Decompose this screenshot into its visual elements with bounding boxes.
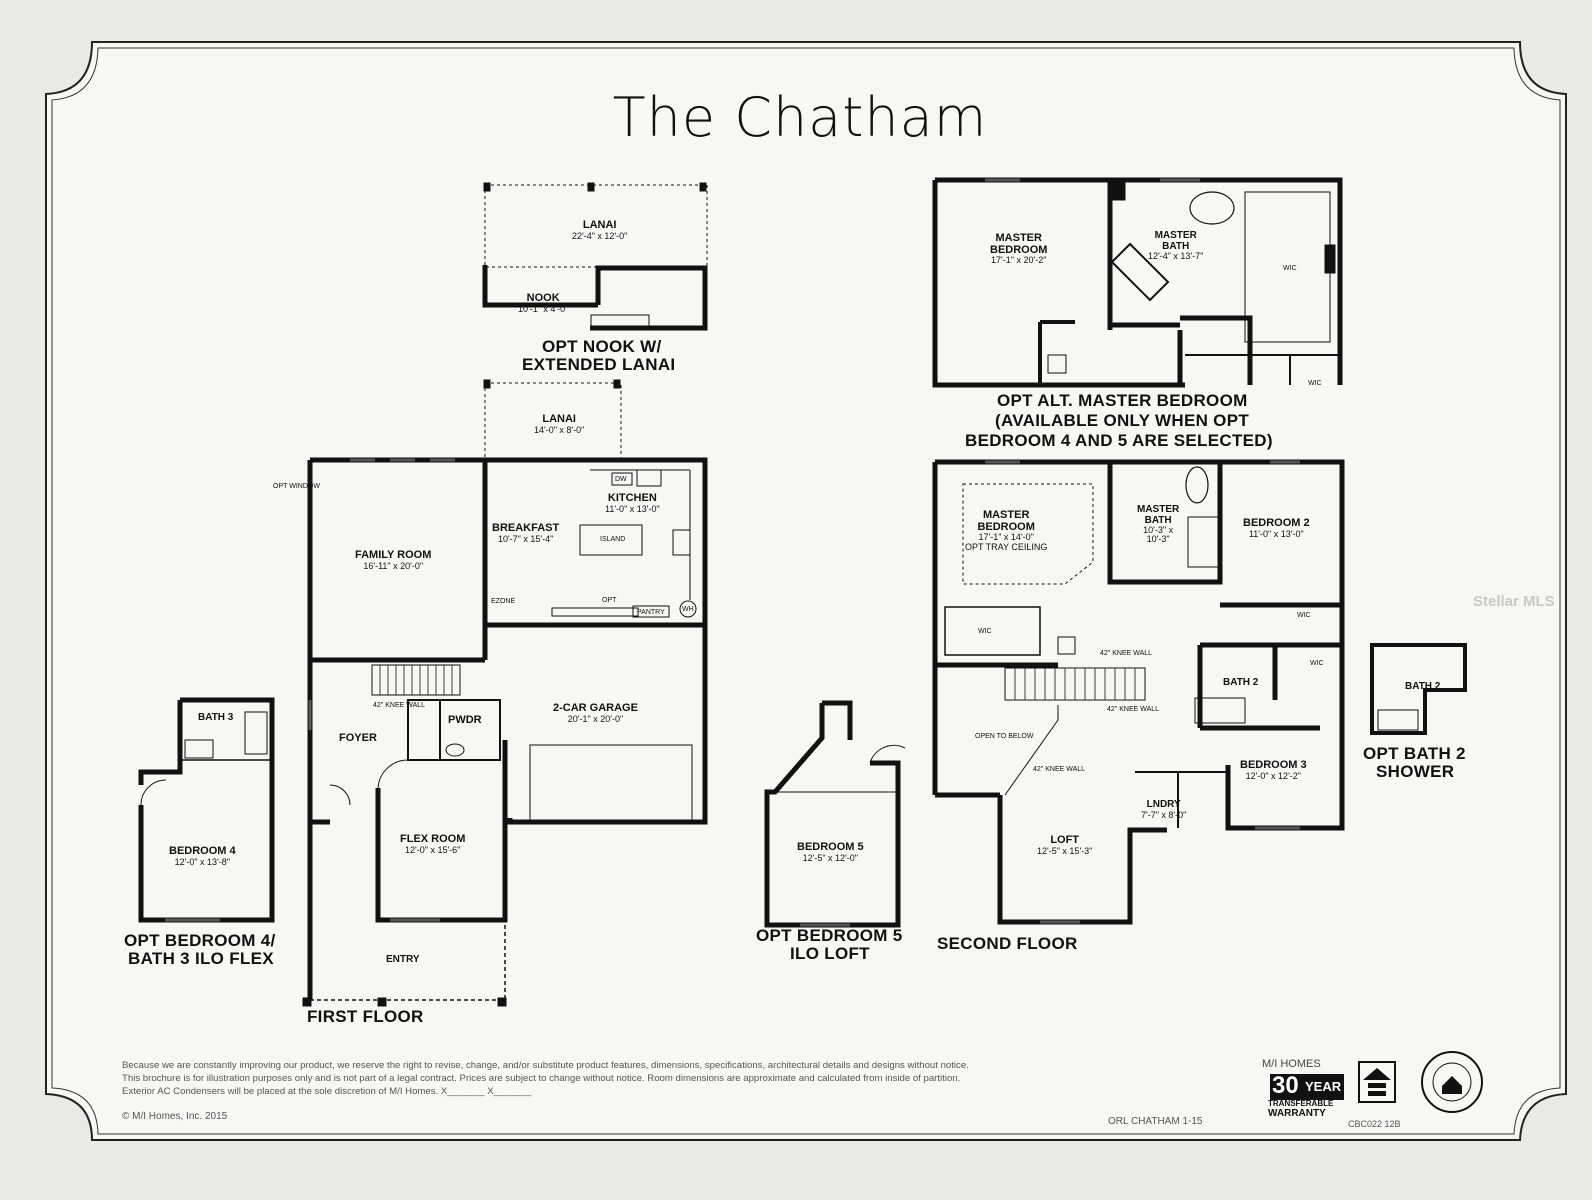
caption-first-floor: FIRST FLOOR [307, 1007, 424, 1026]
warranty-line2: WARRANTY [1268, 1108, 1326, 1119]
bedroom4-walls [138, 697, 275, 923]
alt-master-walls [932, 177, 1343, 388]
watermark: Stellar MLS [1473, 593, 1555, 610]
caption-opt-bed5-1: OPT BEDROOM 5 [756, 926, 903, 945]
room-opt-bath2: BATH 2 [1405, 681, 1441, 692]
label-knee-wall-4: 42" KNEE WALL [1033, 766, 1086, 773]
plan-code: ORL CHATHAM 1-15 [1108, 1116, 1203, 1127]
footer-logos [1270, 1051, 1483, 1113]
copyright: © M/I Homes, Inc. 2015 [122, 1111, 228, 1122]
label-wh: WH [682, 606, 694, 613]
caption-opt-nook-1: OPT NOOK W/ [542, 337, 662, 356]
label-opt: OPT [602, 597, 617, 604]
room-foyer: FOYER [339, 732, 377, 744]
label-wic-5: WIC [1308, 380, 1322, 387]
caption-opt-bed5-2: ILO LOFT [790, 944, 870, 963]
opt-bath2-walls [1370, 643, 1467, 735]
caption-second-floor: SECOND FLOOR [937, 934, 1078, 953]
warranty-line1: TRANSFERABLE [1268, 1099, 1334, 1108]
caption-opt-bed4-1: OPT BEDROOM 4/ [124, 931, 276, 950]
brand-name: M/I HOMES [1262, 1058, 1321, 1070]
label-wic-4: WIC [1310, 660, 1324, 667]
label-wic-2: WIC [978, 628, 992, 635]
room-bath2: BATH 2 [1223, 677, 1259, 688]
label-ezone: EZONE [491, 598, 516, 605]
caption-opt-bed4-2: BATH 3 ILO FLEX [128, 949, 274, 968]
bedroom5-walls [764, 700, 901, 928]
label-knee-wall-1: 42" KNEE WALL [373, 702, 426, 709]
label-open-to-below: OPEN TO BELOW [975, 733, 1034, 740]
page-title: The Chatham [612, 86, 988, 149]
doc-code: CBC022 12B [1348, 1119, 1401, 1129]
caption-alt-master-2: (AVAILABLE ONLY WHEN OPT [995, 411, 1250, 430]
first-floor-walls [307, 457, 708, 1000]
caption-alt-master-1: OPT ALT. MASTER BEDROOM [997, 391, 1248, 410]
warranty-year: YEAR [1305, 1079, 1342, 1094]
second-floor-walls [932, 459, 1345, 925]
label-pantry: PANTRY [637, 609, 665, 616]
label-wic-1: WIC [1283, 265, 1297, 272]
room-entry: ENTRY [386, 954, 420, 965]
warranty-number: 30 [1272, 1072, 1299, 1099]
label-island: ISLAND [600, 536, 626, 543]
caption-opt-bath2-2: SHOWER [1376, 762, 1455, 781]
disclaimer-line2: This brochure is for illustration purpos… [122, 1072, 961, 1084]
island-shape [579, 524, 643, 556]
label-knee-wall-2: 42" KNEE WALL [1100, 650, 1153, 657]
caption-opt-bath2-1: OPT BATH 2 [1363, 744, 1466, 763]
room-pwdr: PWDR [448, 714, 482, 726]
caption-opt-nook-2: EXTENDED LANAI [522, 355, 676, 374]
disclaimer: Because we are constantly improving our … [122, 1060, 1222, 1099]
label-opt-window: OPT WINDOW [273, 483, 320, 490]
label-knee-wall-3: 42" KNEE WALL [1107, 706, 1160, 713]
disclaimer-line3: Exterior AC Condensers will be placed at… [122, 1085, 532, 1097]
label-wic-3: WIC [1297, 612, 1311, 619]
caption-alt-master-3: BEDROOM 4 AND 5 ARE SELECTED) [965, 431, 1273, 450]
disclaimer-line1: Because we are constantly improving our … [122, 1060, 969, 1071]
label-dw: DW [615, 476, 627, 483]
room-bath3: BATH 3 [198, 712, 234, 723]
nook-walls [482, 265, 708, 331]
